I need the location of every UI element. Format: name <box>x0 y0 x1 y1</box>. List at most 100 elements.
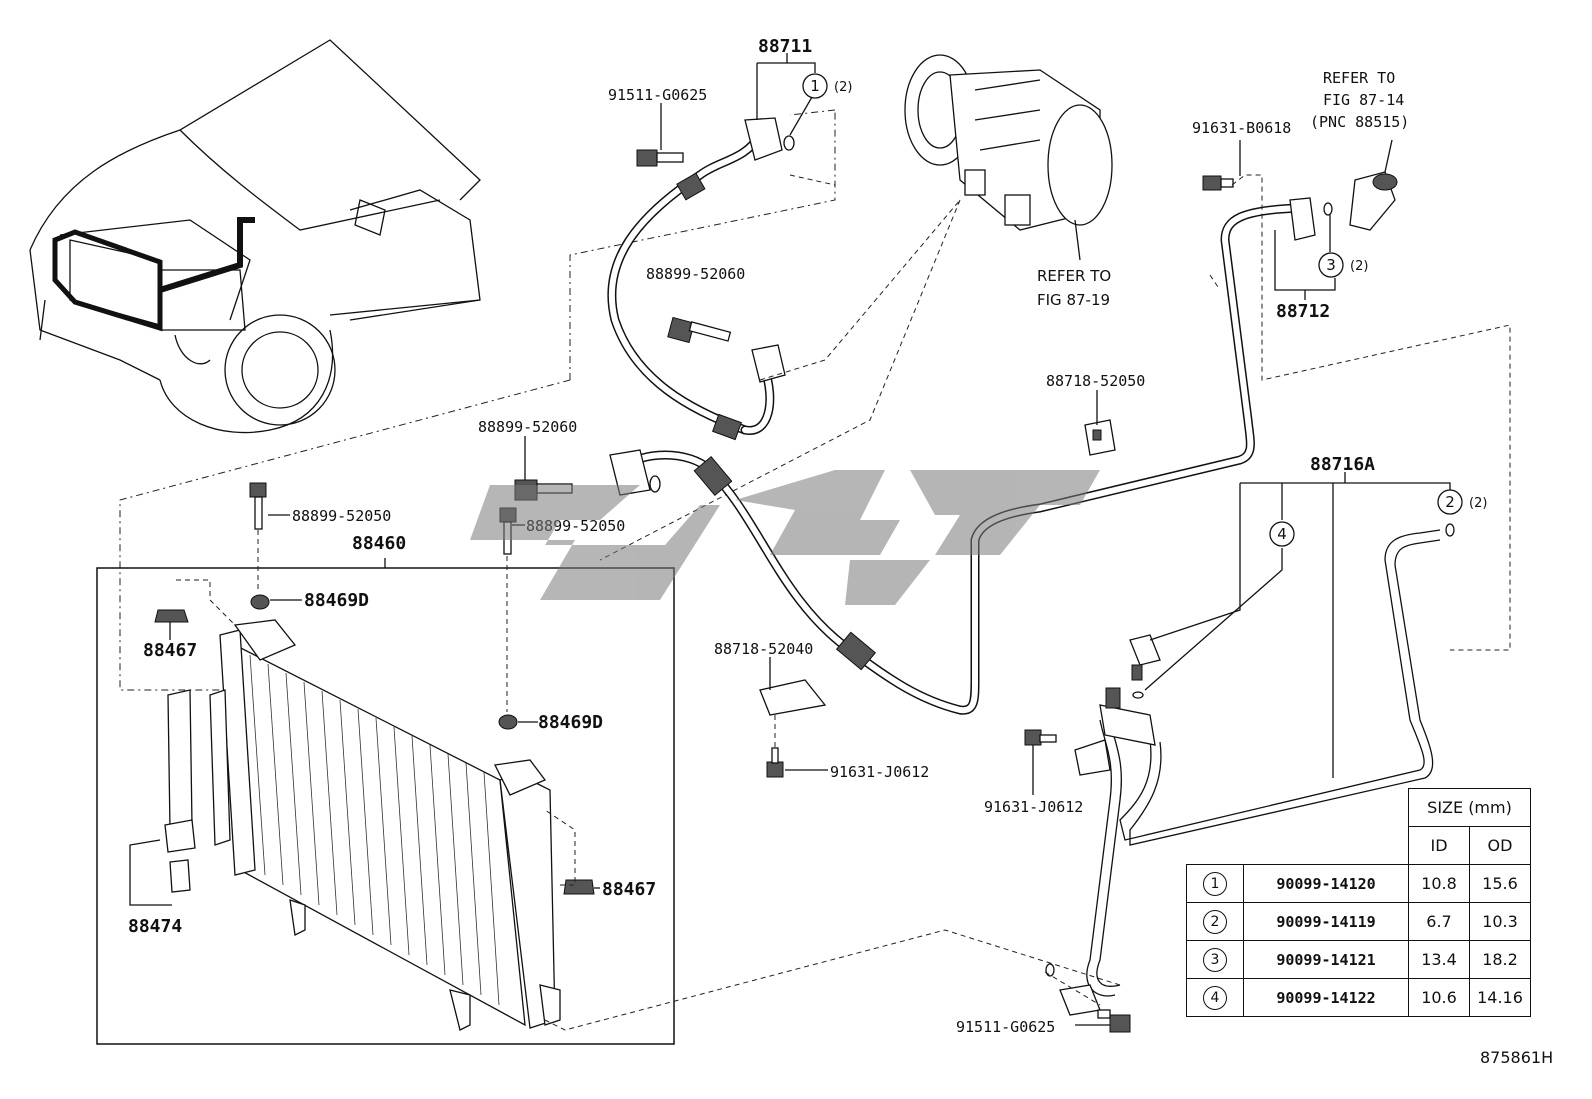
ring-number: 1 <box>1203 871 1227 896</box>
ring-callout-4: 4 <box>1269 521 1295 547</box>
col-od-header: OD <box>1469 826 1531 865</box>
svg-text:(2): (2) <box>1469 496 1487 511</box>
inner-diameter: 10.6 <box>1408 978 1470 1017</box>
leader-line <box>757 62 816 73</box>
label-88474: 88474 <box>128 916 182 937</box>
clamp-88718-52050 <box>1084 419 1116 456</box>
hose-size-table: SIZE (mm) ID OD 1 90099-14120 10.8 15.6 … <box>1186 788 1531 1017</box>
leader-line <box>544 929 1121 1031</box>
condenser-illustration <box>209 619 561 1031</box>
leader-line <box>759 199 961 381</box>
label-88899-52050-left: 88899-52050 <box>292 507 391 525</box>
o-ring-2 <box>1445 523 1455 537</box>
size-header: SIZE (mm) <box>1408 788 1531 827</box>
svg-text:(2): (2) <box>834 80 852 95</box>
label-91631-B0618: 91631-B0618 <box>1192 119 1291 137</box>
ring-number: 3 <box>1203 947 1227 972</box>
label-88899-52060-mid: 88899-52060 <box>478 418 577 436</box>
leader-line <box>1240 482 1451 490</box>
bolt-91631-J0612-left <box>766 747 784 778</box>
vehicle-outline-illustration <box>29 39 481 434</box>
bolt-91511-G0625-bottom <box>1097 1009 1131 1033</box>
cushion-88469D-top <box>250 594 270 610</box>
ring-callout-2: 2 (2) <box>1437 489 1487 515</box>
pipe-88716A <box>1045 529 1441 1016</box>
cushion-88469D-mid <box>498 714 518 730</box>
label-91631-J0612-left: 91631-J0612 <box>830 763 929 781</box>
ring-number: 4 <box>1203 985 1227 1010</box>
hose-88711 <box>607 117 786 441</box>
pressure-switch <box>1129 634 1161 699</box>
label-88899-52060-top: 88899-52060 <box>646 265 745 283</box>
label-88711: 88711 <box>758 36 812 57</box>
part-number: 90099-14122 <box>1243 978 1409 1017</box>
table-row: 2 90099-14119 6.7 10.3 <box>1186 902 1531 941</box>
outer-diameter: 10.3 <box>1469 902 1531 941</box>
suction-hose <box>609 197 1333 715</box>
label-88460: 88460 <box>352 533 406 554</box>
label-88469D-top: 88469D <box>304 590 369 611</box>
leader-line <box>789 96 813 136</box>
table-row: 1 90099-14120 10.8 15.6 <box>1186 864 1531 903</box>
leader-line <box>789 109 836 116</box>
refer-note-compressor-line2: FIG 87-19 <box>1037 291 1110 309</box>
label-88718-52040: 88718-52040 <box>714 640 813 658</box>
bolt-91511-G0625-top <box>636 149 684 167</box>
label-91631-J0612-right: 91631-J0612 <box>984 798 1083 816</box>
table-row: 4 90099-14122 10.6 14.16 <box>1186 978 1531 1017</box>
watermark-logo <box>470 470 1100 605</box>
refer-note-valve-line2: FIG 87-14 <box>1323 91 1404 109</box>
svg-text:(2): (2) <box>1350 259 1368 274</box>
label-91511-G0625-bottom: 91511-G0625 <box>956 1018 1055 1036</box>
ring-number: 2 <box>1203 909 1227 934</box>
svg-text:3: 3 <box>1326 256 1336 274</box>
leader-line <box>1044 971 1101 1006</box>
ring-callout-3: 3 (2) <box>1318 252 1368 278</box>
refer-note-compressor-line1: REFER TO <box>1037 267 1111 285</box>
bolt-88899-52050-left <box>249 482 267 590</box>
leader-line <box>1144 548 1283 691</box>
leader-line <box>1149 483 1241 641</box>
inner-diameter: 13.4 <box>1408 940 1470 979</box>
compressor-illustration <box>904 54 1113 231</box>
leader-line <box>599 199 961 561</box>
label-88716A: 88716A <box>1310 454 1375 475</box>
expansion-valve-illustration <box>1349 171 1398 231</box>
svg-text:1: 1 <box>810 77 820 95</box>
table-row: 3 90099-14121 13.4 18.2 <box>1186 940 1531 979</box>
col-id-header: ID <box>1408 826 1470 865</box>
part-number: 90099-14119 <box>1243 902 1409 941</box>
label-88469D-mid: 88469D <box>538 712 603 733</box>
o-ring-1 <box>783 135 795 151</box>
bolt-91631-J0612-right <box>1024 729 1111 776</box>
bolt-88899-52060-top <box>667 316 732 344</box>
inner-diameter: 6.7 <box>1408 902 1470 941</box>
leader-line <box>1074 219 1081 261</box>
leader-line <box>1231 174 1511 651</box>
part-number: 90099-14121 <box>1243 940 1409 979</box>
leader-line <box>569 110 836 380</box>
refer-note-valve-line3: (PNC 88515) <box>1310 113 1409 131</box>
outer-diameter: 18.2 <box>1469 940 1531 979</box>
svg-text:4: 4 <box>1277 525 1287 543</box>
leader-line <box>1209 274 1221 291</box>
label-88712: 88712 <box>1276 301 1330 322</box>
label-88718-52050: 88718-52050 <box>1046 372 1145 390</box>
bolt-91631-B0618 <box>1202 175 1234 191</box>
receiver-dryer-illustration <box>129 689 196 906</box>
refer-note-valve-line1: REFER TO <box>1323 69 1395 87</box>
label-91511-G0625-top: 91511-G0625 <box>608 86 707 104</box>
outer-diameter: 14.16 <box>1469 978 1531 1017</box>
leader-line <box>789 174 836 186</box>
leader-line <box>1384 139 1393 173</box>
outer-diameter: 15.6 <box>1469 864 1531 903</box>
svg-text:2: 2 <box>1445 493 1455 511</box>
label-88467-left: 88467 <box>143 640 197 661</box>
clamp-88718-52040 <box>759 679 827 750</box>
part-number: 90099-14120 <box>1243 864 1409 903</box>
figure-code: 875861H <box>1480 1048 1554 1067</box>
inner-diameter: 10.8 <box>1408 864 1470 903</box>
label-88467-right: 88467 <box>602 879 656 900</box>
grommet-88467-left <box>154 609 189 623</box>
